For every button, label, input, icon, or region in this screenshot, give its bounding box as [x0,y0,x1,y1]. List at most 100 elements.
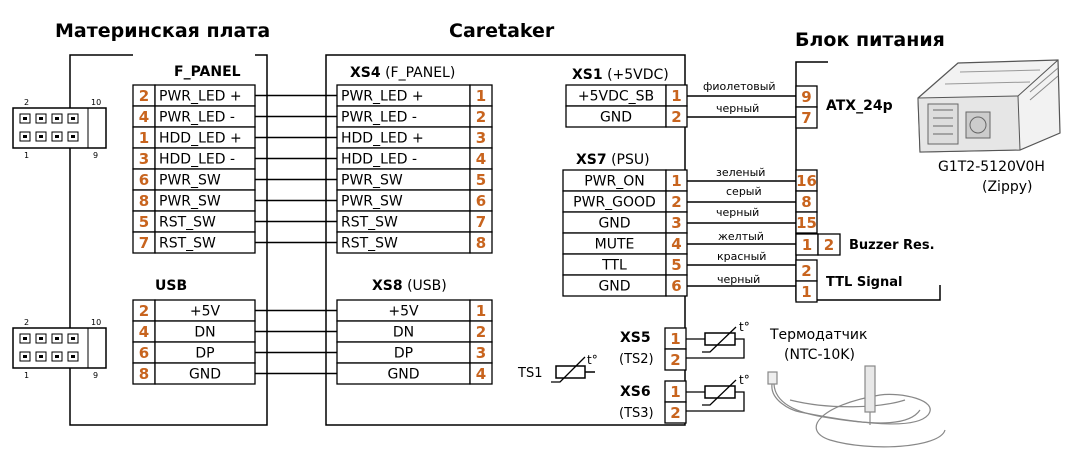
f_panel-pin-number: 5 [139,213,149,231]
usb-pin-number: 4 [139,323,149,341]
xs1-pin-number: 2 [671,108,681,126]
usb-pin-label: GND [189,367,221,383]
xs4-pin-number: 5 [476,171,486,189]
xs4-pin-number: 2 [476,108,486,126]
ttl-connector: 21 [795,259,818,303]
ts1-label: TS1 [517,366,542,381]
svg-text:t°: t° [739,373,750,387]
wire-label-7: красный [717,250,766,263]
wire-label-5: черный [716,206,759,219]
usb-pin-label: DP [195,346,214,362]
xs4-pin-label: PWR_LED - [341,110,417,126]
wire-label-1: фиолетовый [703,80,776,93]
atx-pin: 16 [796,172,817,190]
f_panel-pin-number: 6 [139,171,149,189]
xs7-pin-number: 6 [671,277,681,295]
xs7-pin-number: 3 [671,214,681,232]
usb-pin-number: 8 [139,365,149,383]
wire-label-8: черный [717,273,760,286]
psu-model-name: G1T2-5120V0H [938,159,1045,175]
xs1-pin-number: 1 [671,87,681,105]
sensor-title: Термодатчик [769,327,867,343]
usb-pin-number: 6 [139,344,149,362]
ttl-pin: 2 [801,262,811,280]
xs4-pin-label: RST_SW [341,236,398,252]
xs6-title: XS6 [620,384,651,400]
xs1-pin-label: +5VDC_SB [578,89,654,105]
wire-label-4: серый [726,185,762,198]
xs4-pin-number: 1 [476,87,486,105]
buzzer-pin: 2 [824,236,834,254]
svg-text:t°: t° [587,353,598,367]
atx-label: ATX_24p [826,98,893,114]
usb-pin-label: DN [194,325,215,341]
xs4-title: XS4 (F_PANEL) [350,65,455,81]
svg-text:10: 10 [91,318,101,327]
xs7-pin-number: 4 [671,235,681,253]
svg-text:1: 1 [24,151,29,160]
f_panel-pin-number: 8 [139,192,149,210]
xs4-pin-label: HDD_LED - [341,152,417,168]
xs7-pin-number: 5 [671,256,681,274]
usb-pin-label: +5V [190,304,221,320]
xs4-pin-label: RST_SW [341,215,398,231]
caretaker-header: Caretaker [449,20,555,42]
ts1-thermistor-icon: t° [551,353,598,383]
fpanel-header-icon: 2 10 1 9 [12,98,107,160]
xs1-pin-label: GND [600,110,632,126]
xs5-connector: 12 [664,327,687,371]
xs8-pin-label: GND [387,367,419,383]
xs6-pin: 2 [670,404,680,422]
xs4-pin-number: 8 [476,234,486,252]
ts2-thermistor-icon: t° [686,320,750,359]
f_panel-pin-number: 7 [139,234,149,252]
ttl-signal-label: TTL Signal [826,275,902,290]
wire-label-6: желтый [718,230,764,243]
xs5-pin: 2 [670,351,680,369]
xs7-pin-label: GND [598,279,630,295]
usb-header-icon: 2 10 1 9 [12,318,107,380]
xs4-pin-label: PWR_LED + [341,89,424,105]
xs4-pin-number: 3 [476,129,486,147]
svg-text:9: 9 [93,151,98,160]
fpanel-title: F_PANEL [174,64,241,80]
xs4-pin-label: PWR_SW [341,194,403,210]
f_panel-pin-label: HDD_LED - [159,152,235,168]
buzzer-pin: 1 [802,236,812,254]
usb-connector: 2 +5V 4 DN 6 DP 8 GND [132,299,256,385]
atx-pin: 7 [801,109,811,127]
xs8-pin-number: 2 [476,323,486,341]
f_panel-pin-number: 4 [139,108,149,126]
f_panel-pin-label: PWR_SW [159,173,221,189]
xs8-title: XS8 (USB) [372,278,447,294]
usb-pin-number: 2 [139,302,149,320]
motherboard-header: Материнская плата [55,20,270,42]
xs6-sub: (TS3) [619,406,654,421]
wire-label-3: зеленый [716,166,765,179]
svg-text:2: 2 [24,98,29,107]
xs5-title: XS5 [620,330,651,346]
xs7-title: XS7 (PSU) [576,152,650,168]
xs7-pin-number: 2 [671,193,681,211]
xs8-pin-number: 4 [476,365,486,383]
atx-pin: 8 [801,193,811,211]
ttl-pin: 1 [801,283,811,301]
xs7-pin-label: MUTE [595,237,635,253]
wire-label-2: черный [716,102,759,115]
xs4-pin-number: 4 [476,150,486,168]
svg-text:1: 1 [24,371,29,380]
usb-title: USB [155,278,187,294]
xs6-connector: 12 [664,380,687,424]
xs7-pin-label: PWR_GOOD [573,195,656,211]
xs8-pin-number: 3 [476,344,486,362]
atx-pin: 15 [796,214,817,232]
svg-text:2: 2 [24,318,29,327]
svg-text:t°: t° [739,320,750,334]
f_panel-pin-label: RST_SW [159,236,216,252]
f_panel-pin-label: RST_SW [159,215,216,231]
